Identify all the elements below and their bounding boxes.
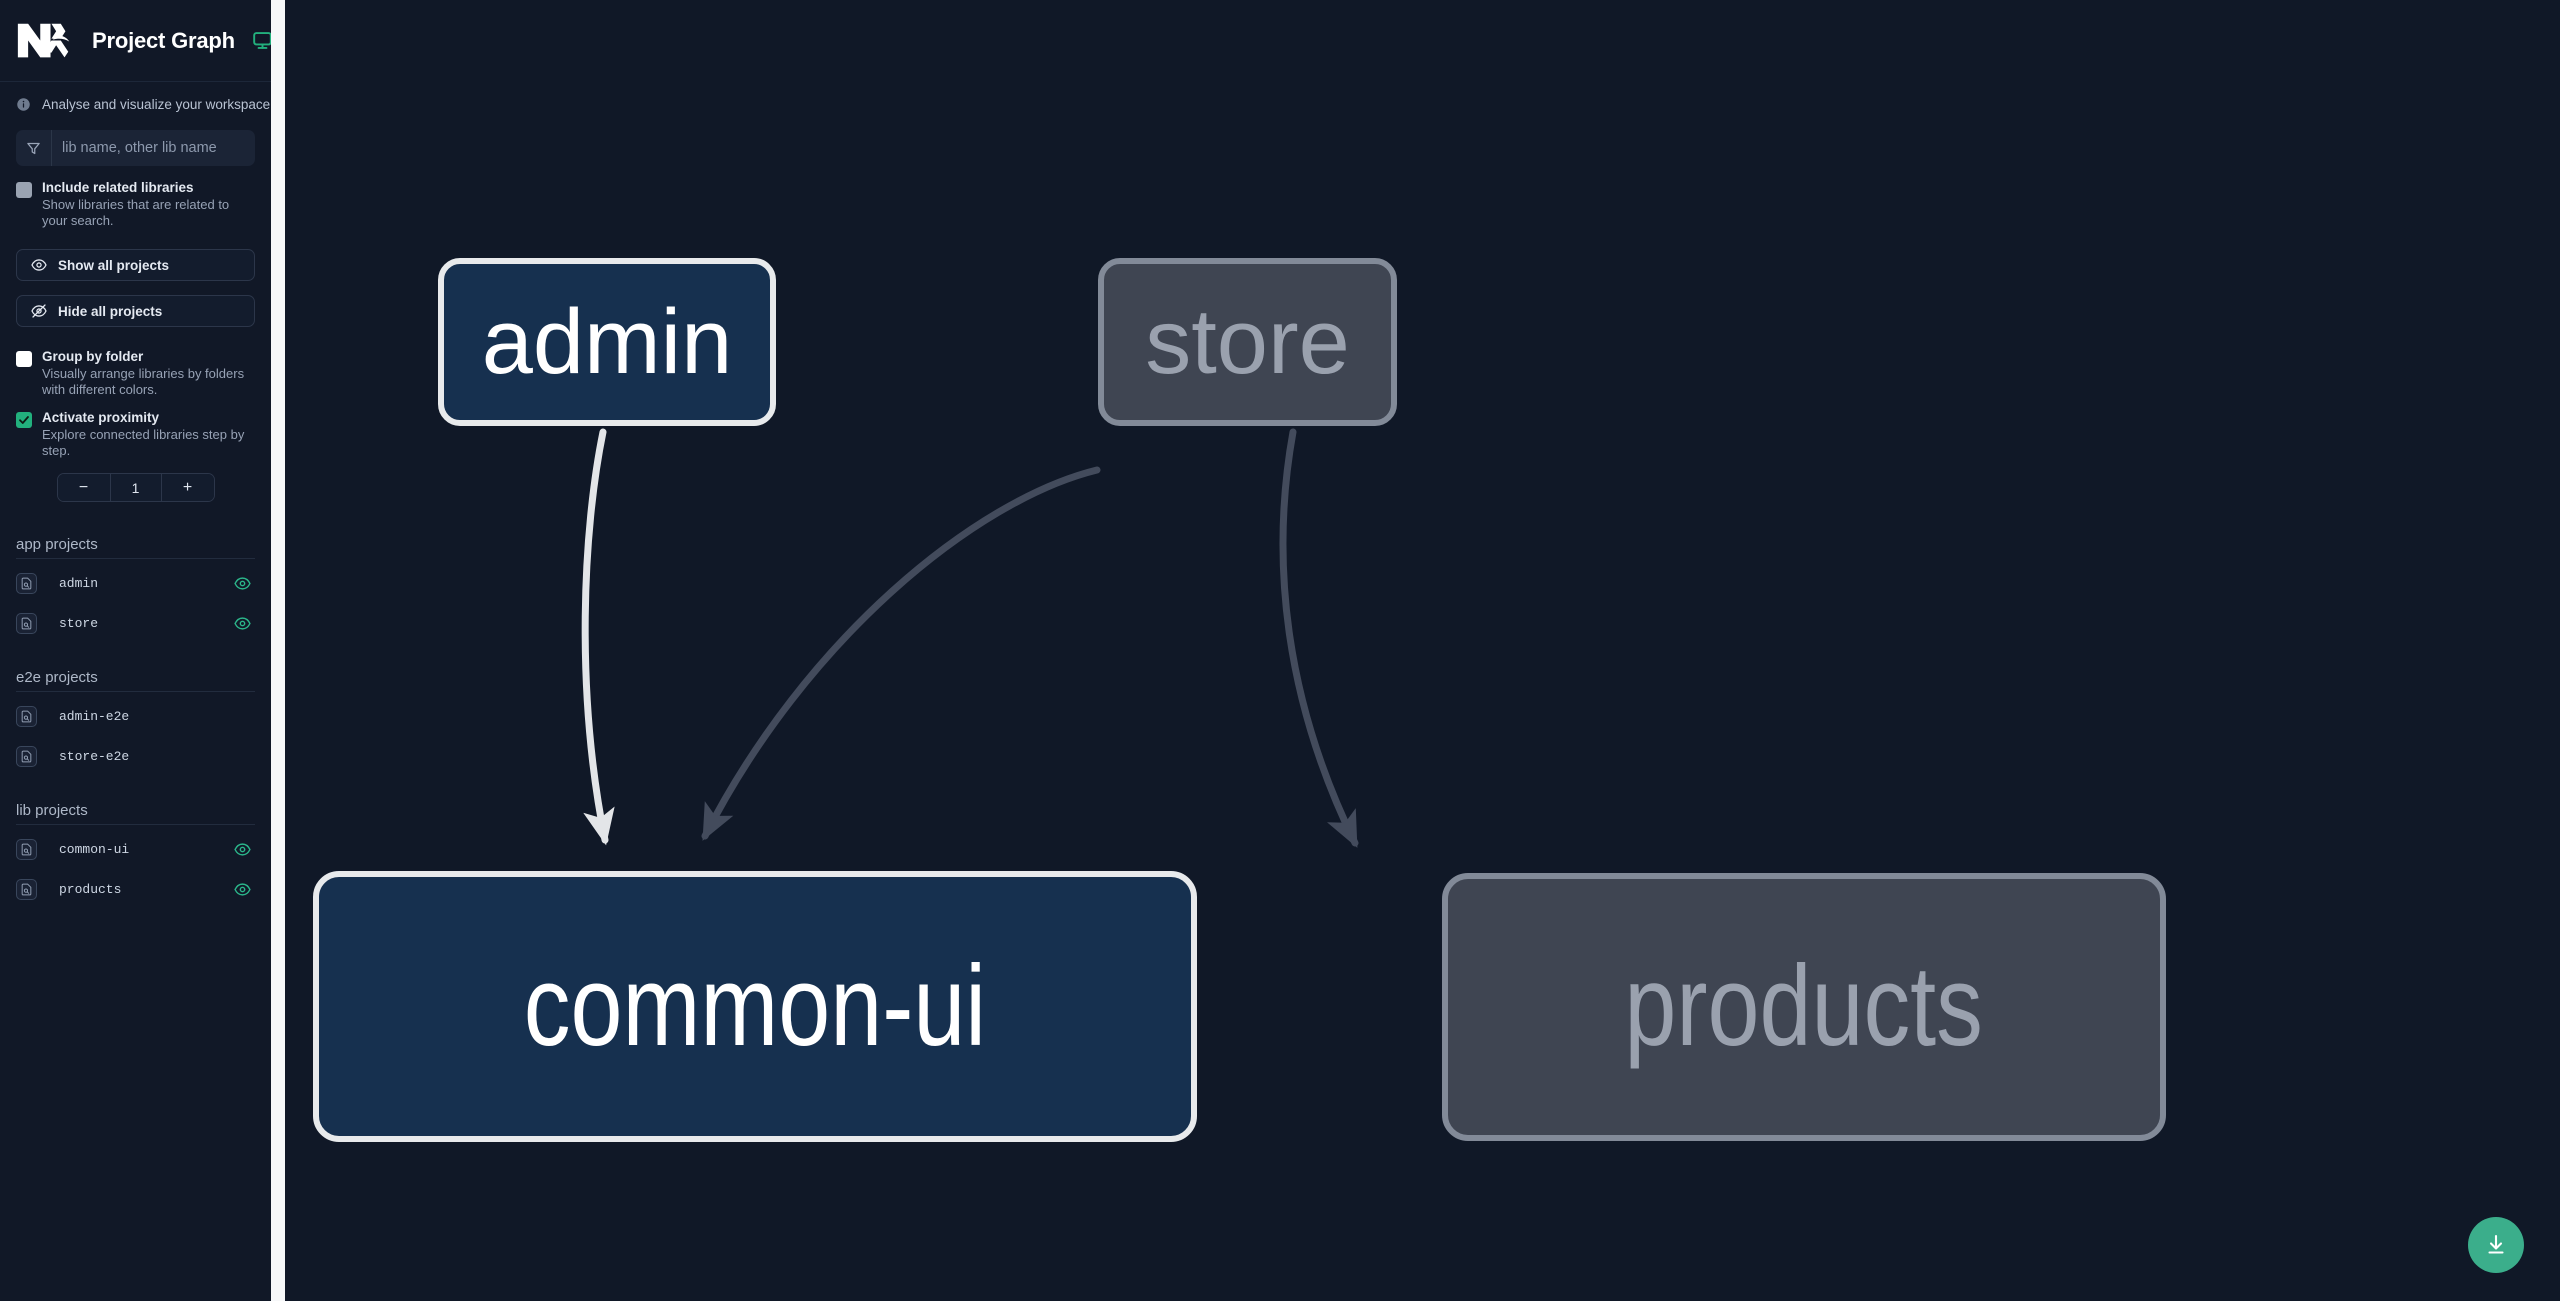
graph-node-products-label: products	[1624, 943, 1984, 1070]
graph-node-admin-label: admin	[481, 291, 733, 393]
graph-edges-layer	[581, 428, 1359, 848]
project-name-admin-e2e: admin-e2e	[59, 708, 130, 724]
project-file-icon	[16, 612, 37, 634]
graph-node-store-label: store	[1145, 291, 1350, 393]
download-icon	[2484, 1233, 2508, 1257]
monitor-icon[interactable]	[252, 30, 271, 51]
sidebar-header: Project Graph	[0, 0, 271, 82]
option-include-related-libraries[interactable]: Include related libraries Show libraries…	[16, 180, 255, 229]
group-title-app-projects: app projects	[16, 536, 255, 559]
tagline: Analyse and visualize your workspace.	[0, 82, 271, 126]
proximity-increment-button[interactable]: +	[161, 474, 214, 501]
graph-node-common-ui[interactable]: common-ui	[313, 871, 1197, 1142]
download-graph-button[interactable]	[2468, 1217, 2524, 1273]
search-input[interactable]	[52, 130, 255, 166]
activate-proximity-label: Activate proximity	[42, 410, 160, 425]
group-title-e2e-projects: e2e projects	[16, 669, 255, 692]
proximity-stepper-wrap: − 1 +	[16, 473, 255, 502]
tagline-text: Analyse and visualize your workspace.	[42, 96, 271, 112]
group-by-folder-label: Group by folder	[42, 349, 144, 364]
project-file-icon	[16, 572, 37, 594]
project-row-store-e2e[interactable]: store-e2e	[16, 740, 255, 772]
graph-node-store[interactable]: store	[1098, 258, 1397, 426]
group-by-folder-description: Visually arrange libraries by folders wi…	[42, 366, 245, 397]
group-e2e-projects: e2e projects admin-e2e	[16, 669, 255, 772]
project-name-store-e2e: store-e2e	[59, 748, 130, 764]
project-file-icon	[16, 878, 37, 900]
group-title-lib-projects: lib projects	[16, 802, 255, 825]
edge-store-to-products	[1279, 428, 1359, 848]
option-activate-proximity[interactable]: Activate proximity Explore connected lib…	[16, 410, 255, 459]
project-file-icon	[16, 745, 37, 767]
show-all-projects-button[interactable]: Show all projects	[16, 249, 255, 281]
edge-store-to-common-ui	[701, 466, 1101, 841]
eye-off-icon	[31, 303, 47, 319]
include-related-libraries-label: Include related libraries	[42, 180, 194, 195]
group-app-projects: app projects admin	[16, 536, 255, 639]
search-row	[16, 130, 255, 166]
proximity-decrement-button[interactable]: −	[57, 474, 110, 501]
page-title: Project Graph	[92, 27, 235, 53]
funnel-icon	[16, 130, 52, 166]
project-visibility-eye-icon[interactable]	[234, 881, 251, 898]
sidebar-body: Include related libraries Show libraries…	[0, 130, 271, 905]
project-visibility-eye-icon[interactable]	[234, 841, 251, 858]
graph-canvas[interactable]: admin store common-ui products	[285, 0, 2560, 1301]
sidebar-divider[interactable]	[271, 0, 285, 1301]
project-name-admin: admin	[59, 575, 99, 591]
group-lib-projects: lib projects common-ui	[16, 802, 255, 905]
graph-node-products[interactable]: products	[1442, 873, 2166, 1141]
sidebar: Project Graph Analyse and visualize your…	[0, 0, 271, 1301]
graph-node-admin[interactable]: admin	[438, 258, 776, 426]
project-row-common-ui[interactable]: common-ui	[16, 833, 255, 865]
hide-all-projects-label: Hide all projects	[58, 303, 163, 319]
hide-all-projects-button[interactable]: Hide all projects	[16, 295, 255, 327]
activate-proximity-checkbox[interactable]	[16, 412, 32, 428]
group-by-folder-checkbox[interactable]	[16, 351, 32, 367]
edge-admin-to-common-ui	[581, 428, 615, 846]
eye-icon	[31, 257, 47, 273]
project-name-common-ui: common-ui	[59, 841, 130, 857]
project-name-store: store	[59, 615, 99, 631]
project-file-icon	[16, 838, 37, 860]
activate-proximity-description: Explore connected libraries step by step…	[42, 427, 245, 458]
graph-node-common-ui-label: common-ui	[523, 942, 987, 1070]
include-related-libraries-checkbox[interactable]	[16, 182, 32, 198]
nx-logo-icon	[16, 20, 72, 62]
project-row-admin[interactable]: admin	[16, 567, 255, 599]
project-visibility-eye-icon[interactable]	[234, 615, 251, 632]
project-file-icon	[16, 705, 37, 727]
project-row-admin-e2e[interactable]: admin-e2e	[16, 700, 255, 732]
proximity-stepper: − 1 +	[56, 473, 215, 502]
project-row-products[interactable]: products	[16, 873, 255, 905]
info-icon	[16, 97, 31, 112]
option-group-by-folder[interactable]: Group by folder Visually arrange librari…	[16, 349, 255, 398]
project-name-products: products	[59, 881, 122, 897]
project-visibility-eye-icon[interactable]	[234, 575, 251, 592]
include-related-libraries-description: Show libraries that are related to your …	[42, 197, 230, 228]
show-all-projects-label: Show all projects	[58, 257, 170, 273]
proximity-value: 1	[109, 474, 162, 501]
project-row-store[interactable]: store	[16, 607, 255, 639]
